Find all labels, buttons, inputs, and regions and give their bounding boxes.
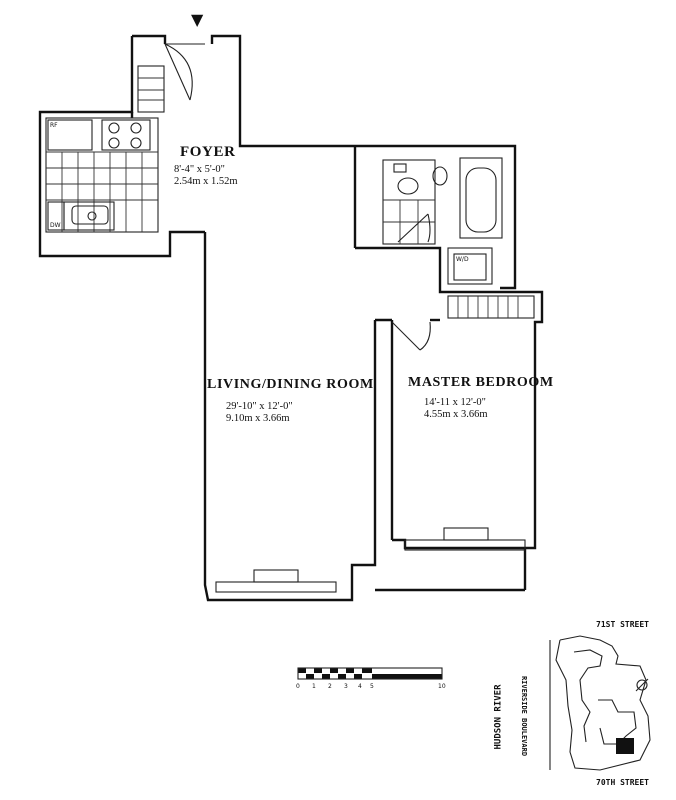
bedroom-walls <box>375 288 544 592</box>
refrigerator <box>47 119 93 151</box>
living-room-title: LIVING/DINING ROOM <box>207 377 374 392</box>
washer-dryer <box>447 247 493 285</box>
building-highlight <box>616 738 634 754</box>
washer-dryer-label: W/D <box>456 256 469 263</box>
scale-tick: 10 <box>438 683 446 690</box>
scale-tick: 5 <box>370 683 374 690</box>
stove <box>101 119 151 151</box>
scale-tick: 1 <box>312 683 316 690</box>
bedroom-dim-imperial: 14'-11 x 12'-0" <box>424 397 486 408</box>
dishwasher-label: DW <box>50 222 61 229</box>
living-window <box>215 569 337 593</box>
bedroom-door <box>391 321 431 351</box>
scale-tick: 0 <box>296 683 300 690</box>
foyer-closet <box>137 65 165 113</box>
bathroom-sink <box>432 166 448 186</box>
living-room-walls <box>203 144 377 602</box>
compass-icon <box>636 679 648 691</box>
south-street-label: 70TH STREET <box>596 778 649 787</box>
bedroom-dim-metric: 4.55m x 3.66m <box>424 409 488 420</box>
dishwasher <box>47 201 65 231</box>
entry-arrow: ▼ <box>191 10 204 29</box>
bedroom-closet <box>447 295 535 319</box>
scale-bar <box>297 667 443 680</box>
location-map <box>549 635 651 771</box>
boulevard-label: RIVERSIDE BOULEVARD <box>520 675 529 757</box>
foyer-dim-imperial: 8'-4" x 5'-0" <box>174 164 225 175</box>
bedroom-title: MASTER BEDROOM <box>408 375 554 390</box>
bathtub <box>459 157 503 239</box>
scale-tick: 4 <box>358 683 362 690</box>
foyer-walls <box>38 34 258 258</box>
entry-door <box>164 43 205 101</box>
refrigerator-label: RF <box>50 122 58 129</box>
scale-tick: 2 <box>328 683 332 690</box>
foyer-title: FOYER <box>180 144 236 160</box>
river-label: HUDSON RIVER <box>493 684 504 750</box>
kitchen <box>45 117 159 233</box>
bedroom-window <box>404 527 526 551</box>
living-dim-metric: 9.10m x 3.66m <box>226 413 290 424</box>
living-dim-imperial: 29'-10" x 12'-0" <box>226 401 293 412</box>
foyer-dim-metric: 2.54m x 1.52m <box>174 176 238 187</box>
scale-tick: 3 <box>344 683 348 690</box>
north-street-label: 71ST STREET <box>596 620 649 629</box>
bathroom <box>355 144 517 290</box>
toilet <box>393 163 419 195</box>
